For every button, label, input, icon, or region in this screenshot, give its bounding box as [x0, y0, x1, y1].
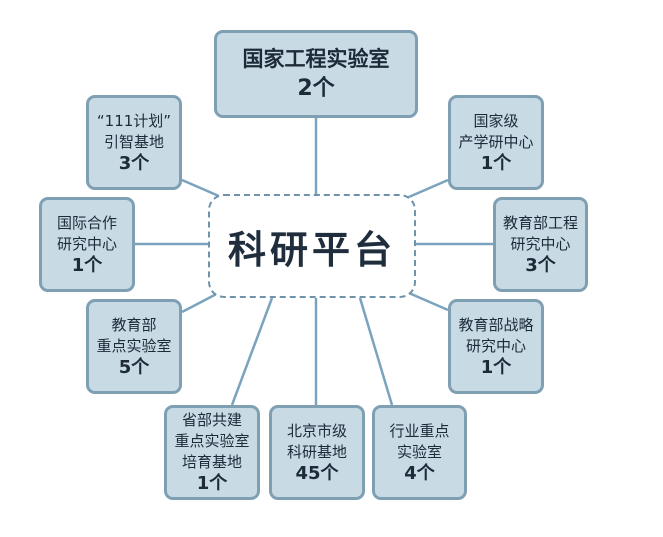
node-count: 1个 — [71, 254, 103, 276]
node-label-line: 国家级 — [473, 111, 519, 130]
center-title: 科研平台 — [227, 227, 396, 272]
node-beijing-research-base: 北京市级 科研基地 45个 — [269, 405, 365, 500]
node-label-line: 北京市级 — [286, 421, 347, 440]
node-international-cooperation-center: 国际合作 研究中心 1个 — [39, 197, 135, 292]
node-label-line: 培育基地 — [181, 453, 242, 471]
node-count: 1个 — [196, 473, 228, 494]
node-provincial-key-lab-cultivation: 省部共建 重点实验室 培育基地 1个 — [164, 405, 260, 500]
node-label-line: 教育部工程 — [502, 213, 578, 232]
connector-industry-key-lab — [358, 297, 394, 406]
node-label-line: 科研基地 — [286, 442, 347, 461]
node-label-line: 研究中心 — [56, 234, 117, 253]
node-count: 4个 — [404, 462, 435, 484]
node-label-line: 重点实验室 — [174, 432, 250, 450]
node-count: 2个 — [297, 76, 335, 101]
node-label-line: 省部共建 — [181, 411, 242, 429]
node-project-111-base: “111计划” 引智基地 3个 — [86, 95, 182, 190]
node-label-line: 引智基地 — [103, 132, 164, 151]
node-label-line: 实验室 — [396, 442, 442, 461]
center-node: 科研平台 — [208, 194, 416, 298]
node-label-line: 国际合作 — [56, 213, 117, 232]
node-moe-engineering-center: 教育部工程 研究中心 3个 — [493, 197, 588, 292]
connector-provincial-key-lab-cultivation — [230, 297, 274, 406]
node-label-line: 国家工程实验室 — [242, 47, 390, 71]
node-label-line: “111计划” — [96, 111, 172, 130]
node-moe-key-lab: 教育部 重点实验室 5个 — [86, 299, 182, 394]
node-count: 1个 — [480, 356, 512, 378]
node-label-line: 重点实验室 — [96, 336, 172, 355]
node-label-line: 行业重点 — [389, 421, 450, 440]
node-label-line: 教育部战略 — [458, 315, 534, 334]
node-count: 5个 — [118, 356, 150, 378]
node-label-line: 研究中心 — [465, 336, 526, 355]
node-count: 45个 — [295, 462, 339, 484]
node-moe-strategy-center: 教育部战略 研究中心 1个 — [448, 299, 544, 394]
node-national-engineering-lab: 国家工程实验室 2个 — [214, 30, 418, 118]
node-count: 3个 — [118, 152, 150, 174]
node-label-line: 研究中心 — [510, 234, 571, 253]
node-industry-key-lab: 行业重点 实验室 4个 — [372, 405, 467, 500]
node-label-line: 产学研中心 — [458, 132, 534, 151]
node-national-industry-research-center: 国家级 产学研中心 1个 — [448, 95, 544, 190]
node-label-line: 教育部 — [111, 315, 157, 334]
node-count: 3个 — [525, 254, 556, 276]
node-count: 1个 — [480, 152, 512, 174]
